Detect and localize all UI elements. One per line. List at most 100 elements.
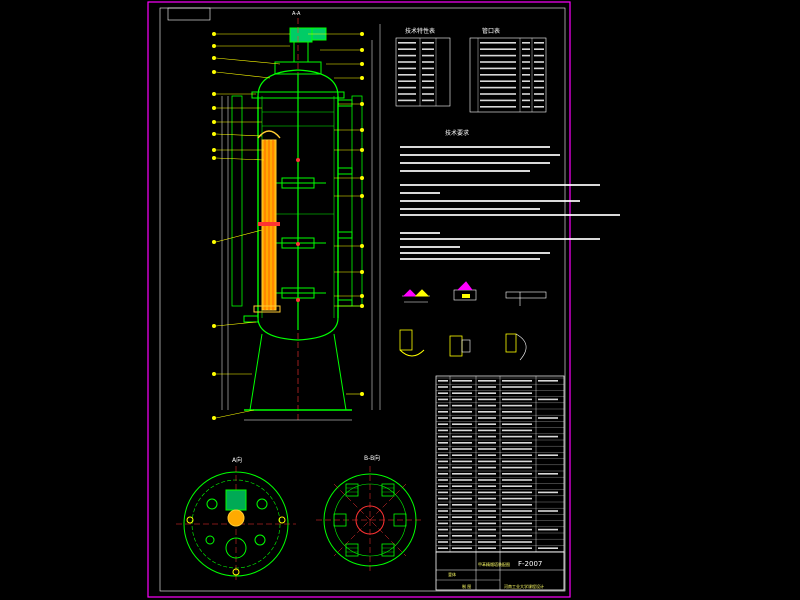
text-line [502, 491, 532, 494]
text-line [438, 491, 448, 494]
text-line [502, 454, 532, 456]
text-line [480, 74, 516, 76]
text-line [438, 404, 448, 407]
text-line [438, 535, 448, 537]
text-line [422, 99, 434, 102]
text-line [534, 61, 544, 63]
text-line [538, 435, 558, 438]
text-line [478, 392, 496, 394]
text-line [400, 184, 600, 186]
text-line [438, 522, 448, 525]
text-line [452, 516, 472, 518]
text-line [398, 74, 416, 76]
text-line [452, 460, 472, 463]
text-line [534, 99, 544, 102]
text-line [502, 380, 532, 382]
text-line [398, 54, 416, 57]
text-line [502, 522, 532, 525]
signature-left: 制 图 [462, 583, 471, 589]
text-line [522, 67, 530, 70]
text-line [400, 170, 530, 172]
text-line [480, 67, 516, 70]
text-line [522, 74, 530, 76]
section-label-top: A-A [292, 11, 301, 17]
text-line [422, 48, 434, 50]
text-line [478, 386, 496, 388]
text-line [502, 448, 532, 450]
text-line [502, 479, 532, 481]
text-line [480, 54, 516, 57]
text-line [522, 80, 530, 82]
text-line [534, 67, 544, 70]
text-line [400, 252, 550, 254]
text-line [452, 404, 472, 407]
parts-list [435, 375, 565, 553]
text-line [522, 93, 530, 95]
text-line [480, 80, 516, 82]
text-line [452, 442, 472, 444]
text-line [438, 466, 448, 469]
text-line [480, 86, 516, 89]
text-line [438, 460, 448, 463]
text-line [502, 411, 532, 413]
text-line [422, 54, 434, 57]
text-line [534, 42, 544, 44]
text-line [522, 54, 530, 57]
text-line [438, 504, 448, 506]
text-line [538, 491, 558, 494]
text-line [422, 61, 434, 63]
text-line [502, 442, 532, 444]
text-line [422, 93, 434, 95]
text-line [538, 398, 558, 401]
text-line [480, 48, 516, 50]
view-a: A向 [176, 456, 296, 582]
text-line [478, 491, 496, 494]
text-line [422, 86, 434, 89]
text-line [438, 411, 448, 413]
text-line [538, 380, 558, 382]
text-line [522, 106, 530, 108]
text-line [452, 528, 472, 531]
text-line [452, 411, 472, 413]
text-line [452, 547, 472, 549]
text-line [478, 442, 496, 444]
text-line [502, 510, 532, 512]
text-line [452, 497, 472, 500]
text-line [534, 48, 544, 50]
text-line [538, 454, 558, 456]
text-line [438, 547, 448, 549]
inner-border [159, 7, 566, 592]
text-line [438, 528, 448, 531]
text-line [502, 423, 532, 425]
tech-requirements-title: 技术要求 [445, 129, 469, 137]
text-line [452, 435, 472, 438]
text-line [438, 510, 448, 512]
text-line [452, 386, 472, 388]
view-bb: B-B向 [316, 454, 424, 574]
tech-spec-table: 技术特性表 [395, 27, 451, 107]
text-line [502, 528, 532, 531]
text-line [438, 485, 448, 487]
text-line [452, 417, 472, 419]
table-rows [398, 42, 544, 108]
text-line [478, 398, 496, 401]
text-line [478, 541, 496, 543]
text-line [438, 448, 448, 450]
text-line [452, 448, 472, 450]
text-line [502, 386, 532, 388]
text-line [478, 504, 496, 506]
text-line [452, 398, 472, 401]
text-line [400, 200, 580, 202]
text-line [502, 516, 532, 518]
text-line [478, 528, 496, 531]
view-a-label: A向 [232, 456, 242, 464]
text-line [400, 154, 560, 156]
text-line [438, 392, 448, 394]
text-line [422, 42, 434, 44]
text-line [478, 411, 496, 413]
text-line [398, 42, 416, 44]
text-line [502, 547, 532, 549]
text-line [502, 404, 532, 407]
detail-4 [399, 329, 425, 357]
text-line [398, 80, 416, 82]
